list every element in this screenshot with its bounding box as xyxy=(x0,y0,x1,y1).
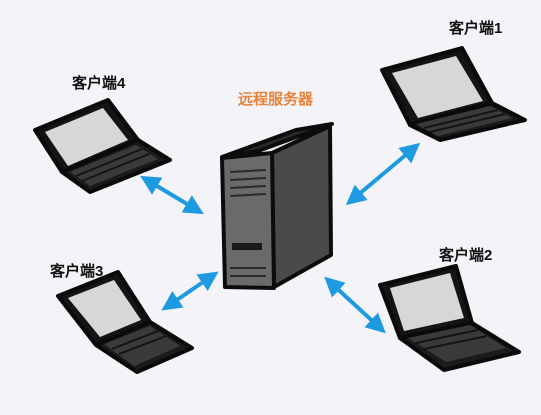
arrow-server-client-2 xyxy=(324,276,386,334)
client-4-laptop-icon xyxy=(33,98,172,194)
client-1-label: 客户端1 xyxy=(449,20,503,37)
client-2-label: 客户端2 xyxy=(439,247,493,264)
server-label: 远程服务器 xyxy=(238,91,314,108)
server-icon xyxy=(220,122,334,290)
arrow-server-client-4 xyxy=(140,175,204,215)
arrow-server-client-1 xyxy=(345,142,421,206)
client-2-laptop-icon xyxy=(378,264,521,372)
client-4-label: 客户端4 xyxy=(72,75,126,92)
client-3-laptop-icon xyxy=(56,270,194,374)
client-1-laptop-icon xyxy=(380,46,527,142)
client-3-label: 客户端3 xyxy=(50,263,104,280)
arrow-server-client-3 xyxy=(161,271,219,311)
